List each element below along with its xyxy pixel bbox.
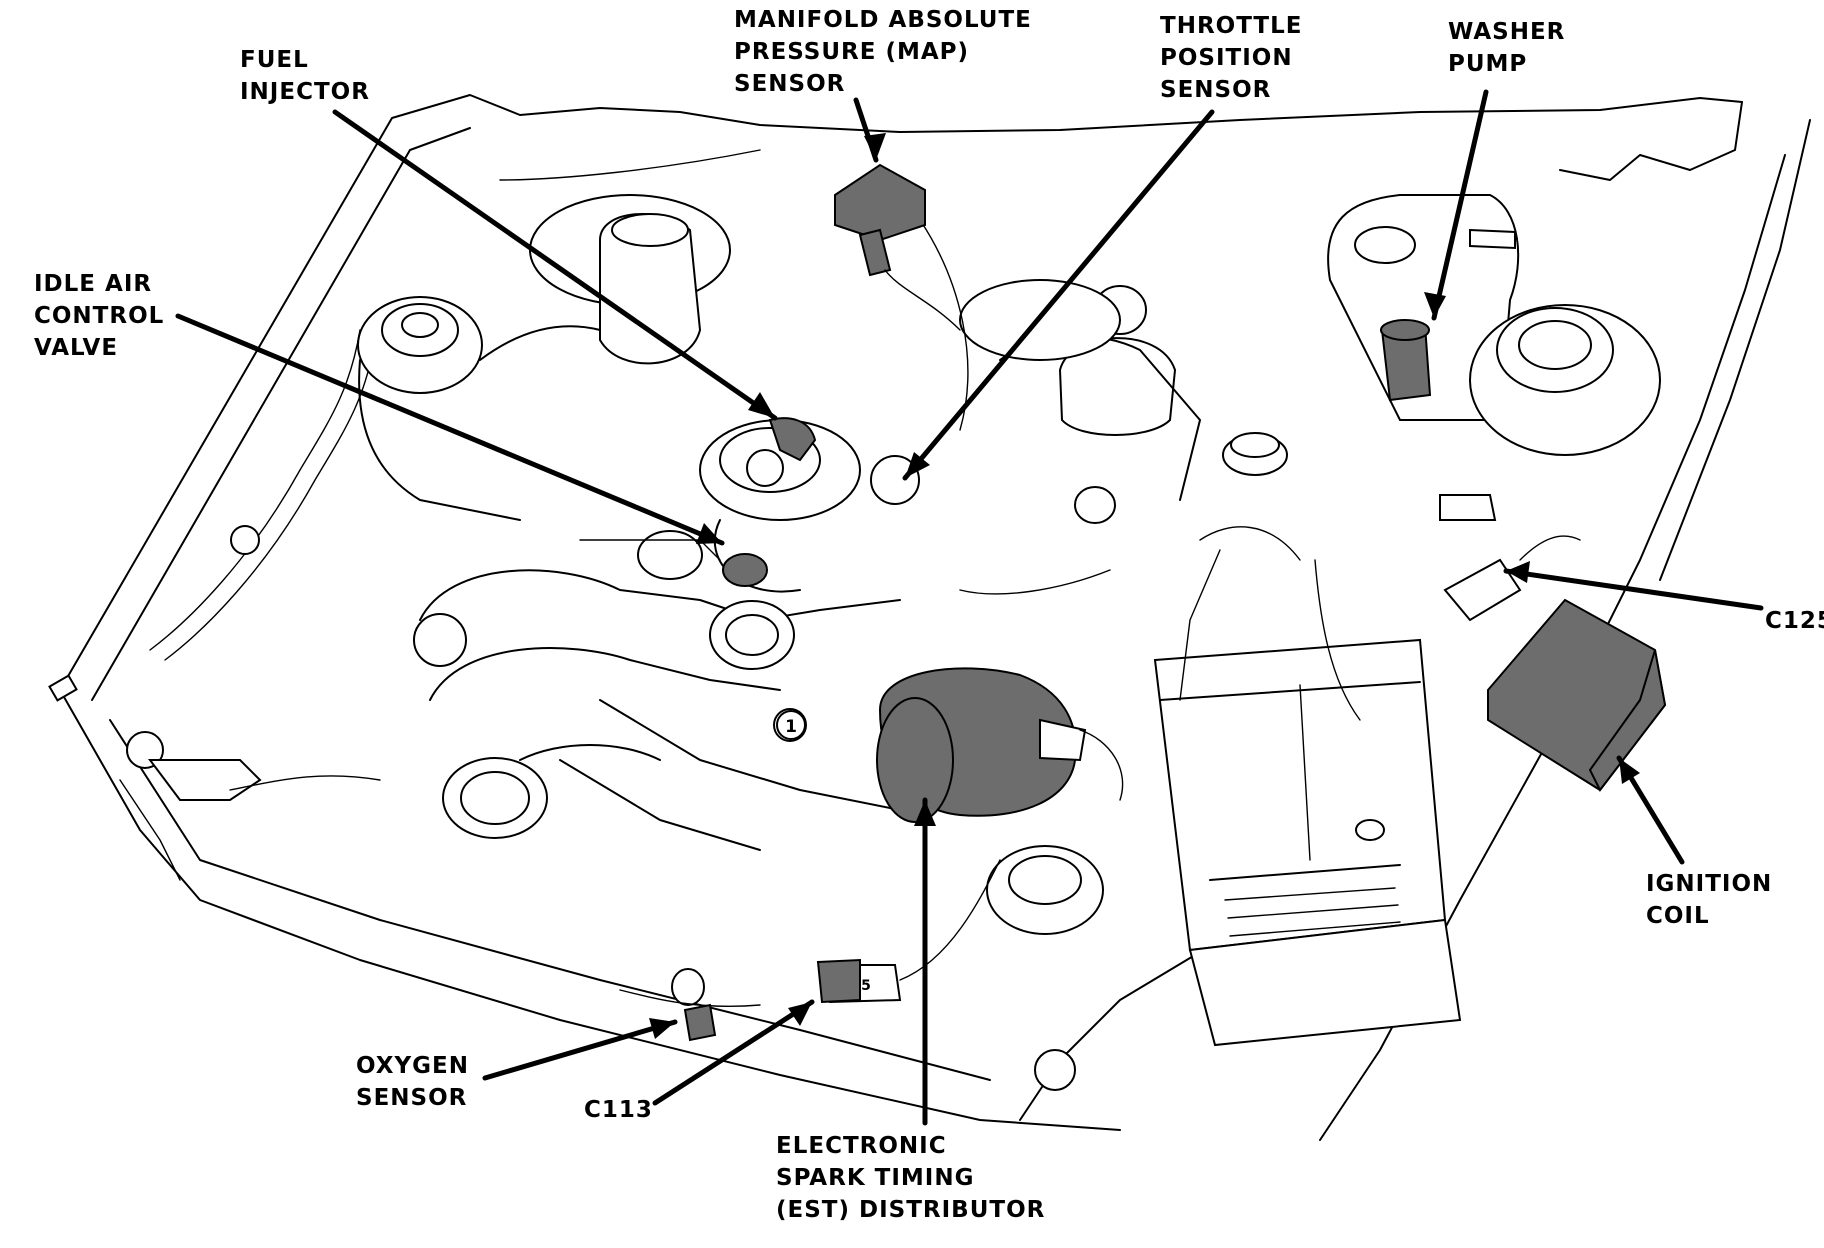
air-cleaner <box>529 194 731 365</box>
tps-label-line-3: SENSOR <box>1160 77 1272 103</box>
cylinder-number-text: 1 <box>785 717 797 737</box>
washer-pump-label: WASHER PUMP <box>1448 16 1565 80</box>
front-lower <box>619 845 1104 1091</box>
est-distributor-label: ELECTRONIC SPARK TIMING (EST) DISTRIBUTO… <box>776 1130 1045 1226</box>
washer-reservoir <box>1327 194 1520 421</box>
throttle-body <box>579 417 920 593</box>
cylinder-marker <box>776 710 806 740</box>
ignition-coil <box>1443 535 1667 792</box>
fuel-injector-leader <box>332 109 778 421</box>
est-label-line-1: ELECTRONIC <box>776 1133 947 1159</box>
vehicle-body-outline <box>59 94 1811 1141</box>
map-sensor-label-line-3: SENSOR <box>734 71 846 97</box>
washer-pump-leader <box>1431 89 1489 321</box>
iac-valve-leader <box>175 313 725 546</box>
intake-hose <box>442 744 661 839</box>
tps-label-line-2: POSITION <box>1160 45 1293 71</box>
iac-label-line-1: IDLE AIR <box>34 271 153 297</box>
c113-connector-label: C113 <box>584 1094 653 1126</box>
idle-air-control-valve-label: IDLE AIR CONTROL VALVE <box>34 268 164 364</box>
leader-arrowheads <box>649 133 1640 1039</box>
left-tanks <box>357 296 601 521</box>
oxygen-sensor-label: OXYGEN SENSOR <box>356 1050 469 1114</box>
washer-pump-label-line-1: WASHER <box>1448 19 1566 45</box>
map-sensor <box>834 163 961 331</box>
tps-leader <box>902 109 1215 481</box>
est-label-line-2: SPARK TIMING <box>776 1165 975 1191</box>
distributor <box>876 667 1124 823</box>
ignition-coil-label-line-1: IGNITION <box>1646 871 1773 897</box>
ignition-coil-label-line-2: COIL <box>1646 903 1710 929</box>
fuel-injector-label: FUEL INJECTOR <box>240 44 370 108</box>
left-wiring <box>48 329 381 881</box>
ignition-coil-label: IGNITION COIL <box>1646 868 1772 932</box>
map-sensor-label-line-1: MANIFOLD ABSOLUTE <box>734 7 1032 33</box>
c113-label-line-1: C113 <box>584 1097 653 1123</box>
oxygen-sensor-leader <box>482 1019 678 1081</box>
map-sensor-label-line-2: PRESSURE (MAP) <box>734 39 970 65</box>
tps-label-line-1: THROTTLE <box>1160 13 1303 39</box>
c125-leader <box>1503 568 1764 611</box>
c113-connector-mark-text: 5 <box>861 978 871 994</box>
c125-connector-label: C125 <box>1765 605 1824 637</box>
est-label-line-3: (EST) DISTRIBUTOR <box>776 1197 1046 1223</box>
intake-manifold <box>413 569 901 851</box>
c125-label-line-1: C125 <box>1765 608 1824 634</box>
fuel-injector-label-line-2: INJECTOR <box>240 79 370 105</box>
brake-master-cylinder <box>959 279 1288 524</box>
iac-label-line-3: VALVE <box>34 335 119 361</box>
fuel-injector-label-line-1: FUEL <box>240 47 309 73</box>
iac-label-line-2: CONTROL <box>34 303 165 329</box>
c113-leader <box>652 999 815 1106</box>
oxygen-sensor-label-line-2: SENSOR <box>356 1085 468 1111</box>
throttle-position-sensor-label: THROTTLE POSITION SENSOR <box>1160 10 1302 106</box>
map-sensor-label: MANIFOLD ABSOLUTE PRESSURE (MAP) SENSOR <box>734 4 1032 100</box>
leader-lines <box>175 89 1764 1126</box>
battery <box>1153 638 1462 1047</box>
washer-pump-label-line-2: PUMP <box>1448 51 1528 77</box>
right-reservoir <box>1439 304 1661 521</box>
oxygen-sensor-label-line-1: OXYGEN <box>356 1053 469 1079</box>
